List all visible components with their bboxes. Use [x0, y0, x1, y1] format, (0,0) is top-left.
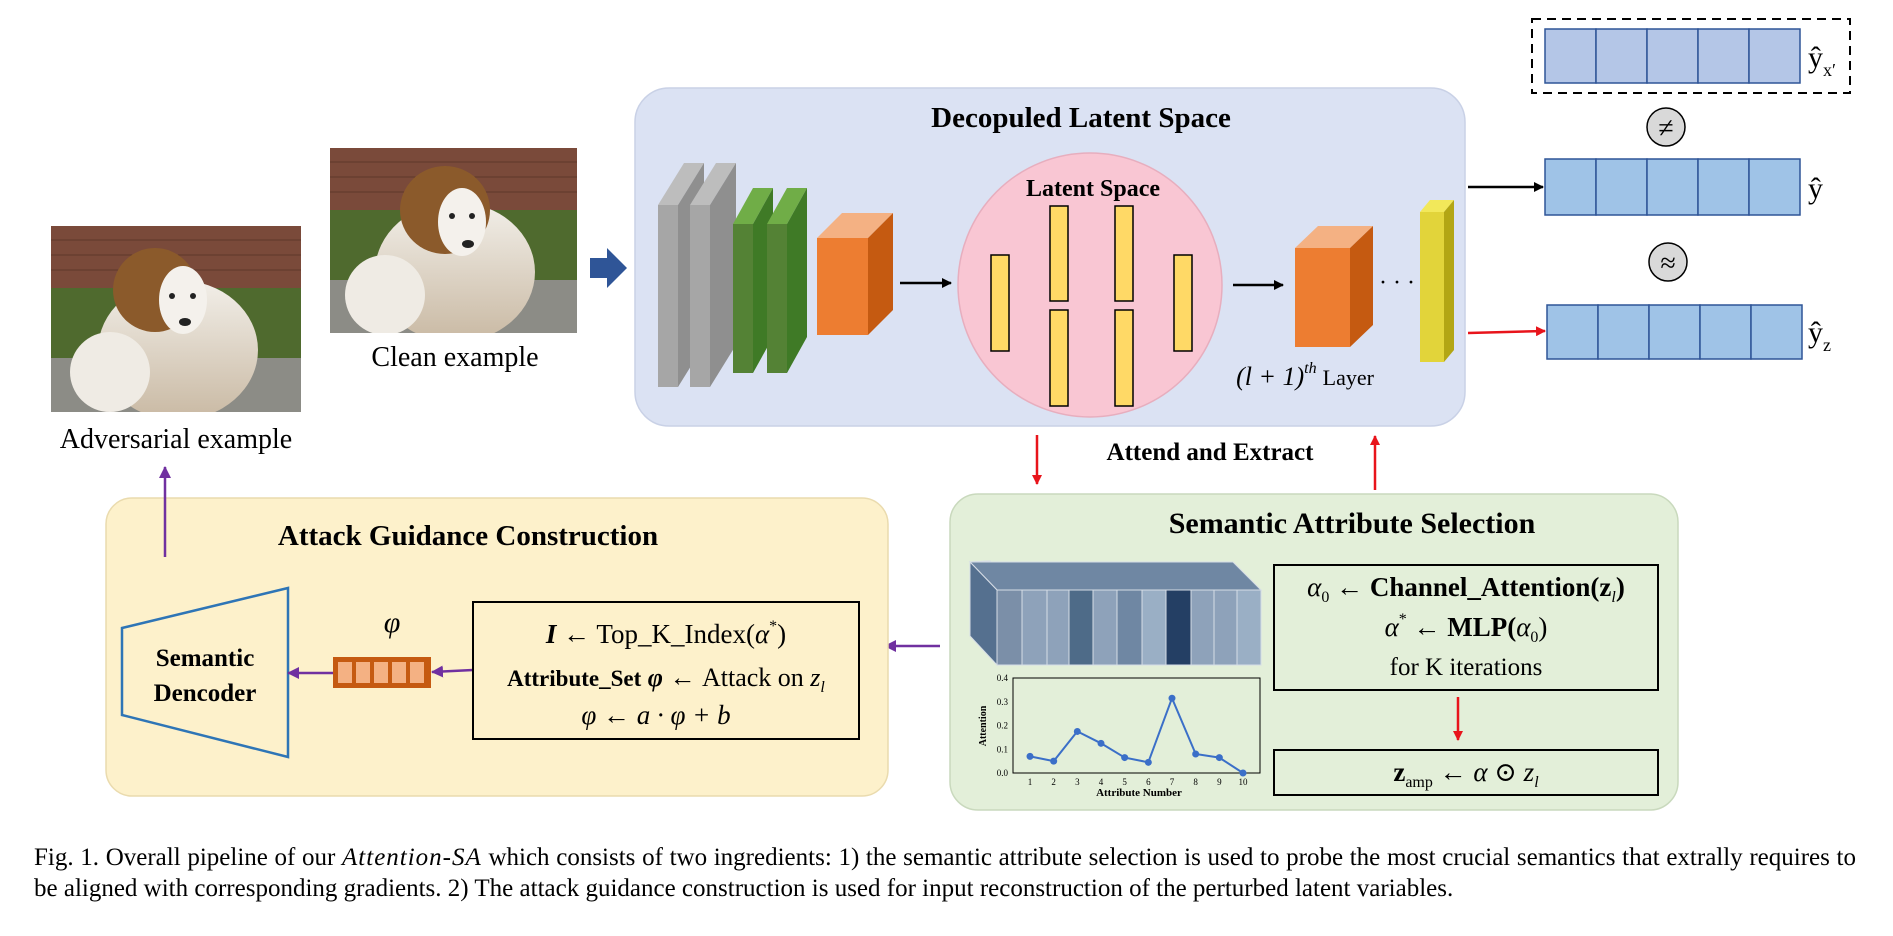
guidance-panel-title: Attack Guidance Construction: [278, 520, 658, 552]
chart-ylabel: Attention: [978, 705, 989, 746]
pipeline-figure: Adversarial example Clean example Decopu…: [51, 18, 1851, 811]
attention-point: [1215, 754, 1223, 762]
figure-caption: Fig. 1. Overall pipeline of our Attentio…: [34, 842, 1856, 904]
phi-vector: [333, 657, 431, 688]
chart-xlabel: Attribute Number: [1096, 787, 1182, 799]
chart-ytick-label: 0.3: [997, 697, 1009, 707]
z-amp-box: [1273, 749, 1659, 796]
clean-example-image: [330, 148, 577, 333]
input-arrow: [590, 248, 627, 288]
caption-prefix: Fig. 1. Overall pipeline of our: [34, 844, 343, 871]
chart-xtick-label: 7: [1170, 777, 1175, 787]
attend-extract-label: Attend and Extract: [1107, 439, 1315, 466]
y-z-vector: [1546, 304, 1803, 360]
eq-to-phi-arrow: [431, 665, 474, 678]
eq-channel-attention: α0 ← Channel_Attention(zl): [1307, 572, 1625, 606]
y-label: ŷ: [1808, 172, 1823, 205]
green-layer-2: [767, 188, 807, 373]
clean-example-label: Clean example: [371, 342, 538, 373]
y-z-label: ŷz: [1808, 316, 1831, 355]
chart-xtick-label: 9: [1217, 777, 1222, 787]
decoder-line-1: Semantic: [156, 645, 255, 672]
attention-point: [1239, 769, 1247, 777]
chart-ytick-label: 0.0: [997, 768, 1009, 778]
arrow-to-y-z: [1467, 326, 1546, 337]
attention-point: [1026, 752, 1034, 760]
chart-frame: [1012, 677, 1261, 774]
y-x-prime-label: ŷx′: [1808, 41, 1836, 80]
encoder-layers: [658, 163, 893, 387]
eq-iterations: for K iterations: [1390, 654, 1543, 681]
output-layer: [1420, 200, 1454, 362]
phi-symbol: φ: [384, 606, 401, 639]
attention-chart: 0.0 0.1 0.2 0.3 0.4 1 2 3 4 5 6 7 8 9 10 Attention At…: [978, 673, 1261, 799]
decoder-line-2: Dencoder: [154, 680, 257, 707]
attention-point: [1097, 739, 1105, 747]
chart-ytick-label: 0.4: [997, 673, 1009, 683]
y-x-prime-vector: [1544, 28, 1801, 84]
adversarial-example-label: Adversarial example: [60, 424, 292, 455]
caption-body: which consists of two ingredients: 1) th…: [34, 844, 1856, 902]
caption-method: Attention-SA: [342, 844, 482, 871]
chart-ytick-label: 0.1: [997, 744, 1008, 754]
chart-xtick-label: 10: [1239, 777, 1249, 787]
attention-point: [1050, 757, 1058, 765]
selection-panel-title: Semantic Attribute Selection: [1169, 507, 1536, 540]
attention-equations-box: [1273, 564, 1659, 691]
semantic-decoder-shape: [120, 586, 290, 759]
ellipsis: · · ·: [1379, 270, 1415, 296]
eq-phi-update: φ ← a · φ + b: [581, 700, 730, 730]
latent-space-circle: [957, 152, 1223, 418]
y-vector: [1544, 158, 1801, 216]
latent-panel-title: Decopuled Latent Space: [931, 102, 1231, 134]
chart-xtick-label: 5: [1122, 777, 1127, 787]
l-plus-1-layer: [1295, 226, 1373, 347]
attention-point: [1073, 727, 1081, 735]
gray-layer-2: [690, 163, 736, 387]
y-x-prime-dashed-box: [1531, 18, 1851, 94]
approx-circle: [1648, 242, 1688, 282]
attention-point: [1192, 750, 1200, 758]
chart-ytick-label: 0.2: [997, 721, 1008, 731]
eq-attribute-set: Attribute_Set φ ← Attack on zl: [507, 663, 825, 696]
attention-point: [1168, 694, 1176, 702]
eq-z-amp: zamp ← α ⊙ zl: [1393, 757, 1539, 791]
chart-xtick-label: 3: [1075, 777, 1080, 787]
adversarial-example-image: [51, 226, 301, 412]
attention-point: [1121, 754, 1129, 762]
eq-mlp: α* ← MLP(α0): [1385, 611, 1548, 646]
guidance-equations-box: [472, 601, 860, 740]
orange-layer: [817, 213, 893, 335]
attention-point: [1144, 758, 1152, 766]
chart-xtick-label: 6: [1146, 777, 1151, 787]
latent-space-label: Latent Space: [1026, 176, 1160, 202]
chart-xtick-label: 4: [1099, 777, 1104, 787]
attention-line: [1029, 695, 1244, 774]
not-equal-symbol: ≠: [1658, 113, 1673, 144]
eq-top-k-index: I ← Top_K_Index(α*): [545, 618, 786, 649]
attack-guidance-panel: [105, 497, 889, 797]
attention-tensor: [968, 560, 1263, 667]
latent-bars: [990, 205, 1193, 407]
chart-xtick-label: 1: [1028, 777, 1033, 787]
chart-xtick-label: 8: [1193, 777, 1198, 787]
chart-xtick-label: 2: [1051, 777, 1056, 787]
approx-symbol: ≈: [1660, 248, 1675, 279]
not-equal-circle: [1646, 107, 1686, 147]
